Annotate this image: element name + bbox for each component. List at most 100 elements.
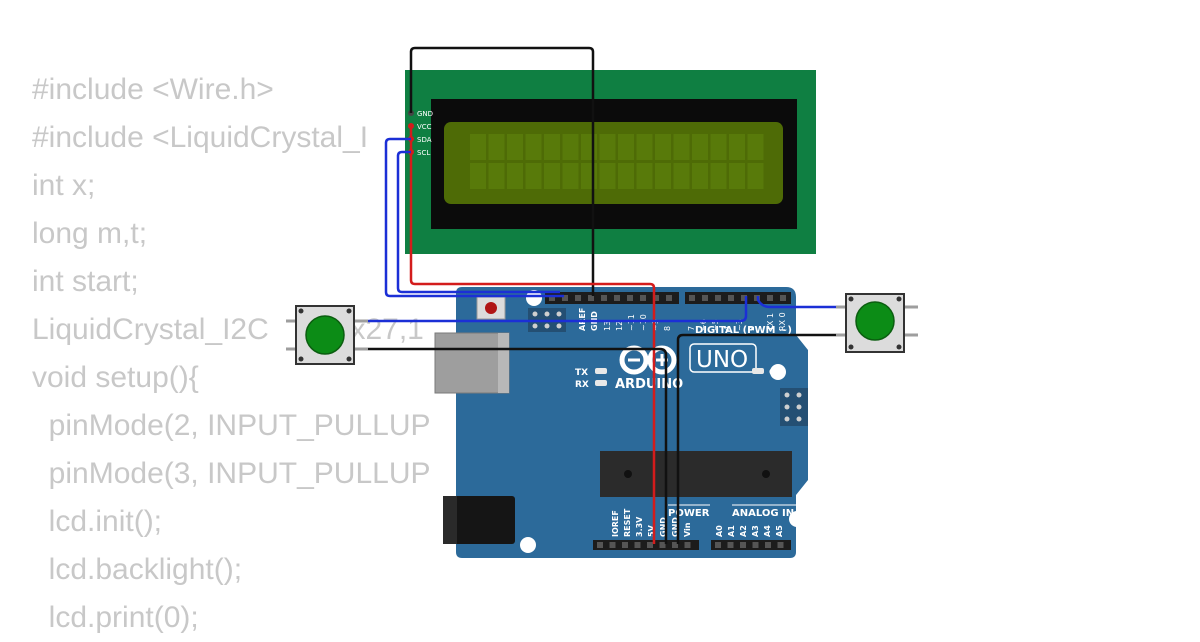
header-pin[interactable] (728, 295, 734, 301)
wire-scl[interactable] (396, 150, 560, 294)
wire-button-right-gnd[interactable] (676, 333, 836, 544)
header-pin[interactable] (627, 295, 633, 301)
header-pin[interactable] (741, 295, 747, 301)
header-pin[interactable] (780, 295, 786, 301)
lcd-cell (544, 163, 560, 189)
header-pin[interactable] (653, 295, 659, 301)
wire-button-left-signal[interactable] (368, 296, 748, 323)
mounting-hole (770, 364, 786, 380)
header-pin[interactable] (684, 542, 691, 548)
header-pin[interactable] (640, 295, 646, 301)
digital-pin-label: 13 (603, 321, 612, 331)
code-line: pinMode(2, INPUT_PULLUP (32, 409, 431, 442)
lcd-character-grid (470, 134, 764, 189)
code-line: pinMode(3, INPUT_PULLUP (32, 457, 431, 490)
digital-header[interactable] (545, 292, 791, 304)
lcd-cell (618, 163, 634, 189)
lcd-display[interactable] (405, 70, 816, 254)
lcd-cell (525, 163, 542, 189)
lcd-cell (673, 163, 690, 189)
header-pin[interactable] (647, 542, 653, 548)
header-pin[interactable] (659, 542, 666, 548)
power-pin-label: IOREF (611, 510, 620, 537)
atmega-chip (600, 451, 792, 497)
lcd-cell (692, 163, 708, 189)
power-label: POWER (668, 508, 710, 519)
digital-pin-label: ~5 (711, 319, 720, 331)
code-line: #include <Wire.h> (32, 73, 274, 106)
code-line: lcd.print(0); (32, 601, 199, 634)
wire-vcc[interactable] (409, 126, 656, 544)
header-pin[interactable] (777, 542, 784, 548)
pushbutton-right[interactable] (836, 293, 918, 353)
lcd-cell (470, 163, 486, 189)
header-pin[interactable] (622, 542, 628, 548)
power-barrel-jack (443, 496, 515, 544)
power-pin-label: GND (671, 517, 680, 537)
arduino-brand: ARDUINO (615, 377, 683, 392)
digital-pin-label: RX 0 (778, 312, 787, 331)
header-pin[interactable] (715, 542, 721, 548)
header-pin[interactable] (634, 542, 641, 548)
code-line: int start; (32, 265, 139, 298)
header-pin[interactable] (702, 295, 708, 301)
digital-pin-label: ~10 (639, 314, 648, 331)
usb-connector (434, 332, 510, 394)
digital-pin-label: ~9 (651, 319, 660, 331)
wire-gnd[interactable] (409, 46, 595, 296)
lcd-cell (655, 163, 671, 189)
header-pin[interactable] (588, 295, 594, 301)
header-pin[interactable] (765, 542, 771, 548)
lcd-cell (618, 134, 634, 160)
wire-button-right-signal[interactable] (756, 296, 836, 309)
header-pin[interactable] (740, 542, 746, 548)
wire-button-left-gnd[interactable] (368, 347, 668, 544)
power-pin-label: 3.3V (635, 516, 644, 537)
header-pin[interactable] (609, 542, 616, 548)
power-header[interactable] (593, 540, 699, 550)
pushbutton-left-cap[interactable] (305, 315, 345, 355)
on-label: ON (769, 368, 784, 378)
uno-badge (689, 343, 757, 373)
header-pin[interactable] (689, 295, 695, 301)
uno-label: UNO (696, 347, 748, 373)
lcd-pin-scl: SCL (417, 149, 430, 157)
lcd-cell (562, 163, 579, 189)
aref-label: AREF (578, 308, 587, 331)
lcd-cell (544, 134, 560, 160)
lcd-pin-gnd: GND (417, 110, 433, 118)
lcd-cell (747, 163, 764, 189)
header-pin[interactable] (715, 295, 721, 301)
code-line: int x; (32, 169, 96, 202)
pushbutton-right-cap[interactable] (855, 301, 895, 341)
wire-sda[interactable] (384, 137, 564, 298)
header-pin[interactable] (727, 542, 734, 548)
lcd-cell (581, 134, 597, 160)
power-pin-label: Vin (683, 522, 692, 537)
header-pin[interactable] (614, 295, 620, 301)
on-led (752, 368, 764, 374)
digital-pin-label: 7 (687, 326, 696, 331)
header-pin[interactable] (549, 295, 555, 301)
header-pin[interactable] (767, 295, 773, 301)
digital-label: DIGITAL (PWM ~) (695, 325, 792, 336)
header-pin[interactable] (575, 295, 581, 301)
header-pin[interactable] (601, 295, 607, 301)
digital-pin-label: 8 (663, 326, 672, 331)
reset-button-cap (485, 302, 497, 314)
header-pin[interactable] (672, 542, 678, 548)
analog-header[interactable] (711, 540, 791, 550)
header-pin[interactable] (752, 542, 759, 548)
wires[interactable] (368, 46, 836, 544)
header-pin[interactable] (562, 295, 568, 301)
digital-pin-label: ~3 (735, 319, 744, 331)
mounting-hole (520, 537, 536, 553)
header-pin[interactable] (597, 542, 603, 548)
pushbutton-left[interactable] (286, 305, 368, 365)
lcd-cell (729, 163, 745, 189)
header-pin[interactable] (666, 295, 672, 301)
digital-pin-label: 2 (747, 326, 756, 331)
